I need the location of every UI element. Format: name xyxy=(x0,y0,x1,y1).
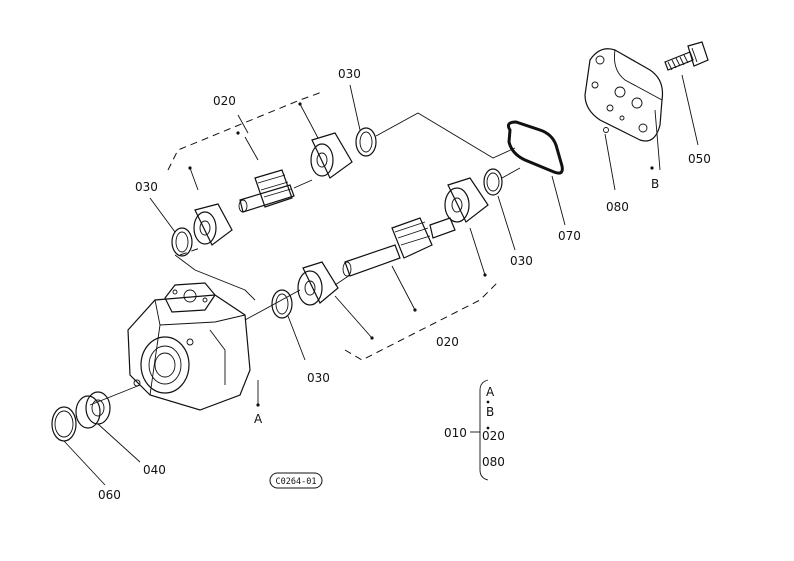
legend-item-B: B xyxy=(486,405,494,419)
label-030-left: 030 xyxy=(135,180,158,194)
seal-ring-030-lower xyxy=(271,289,293,319)
label-A: A xyxy=(254,412,263,426)
legend-item-020: 020 xyxy=(482,429,505,443)
label-060: 060 xyxy=(98,488,121,502)
label-030-right: 030 xyxy=(510,254,533,268)
end-cover xyxy=(584,48,664,142)
shaft-axis-rear xyxy=(334,274,351,286)
seal-ring-030-top xyxy=(355,127,377,157)
label-030-mid: 030 xyxy=(307,371,330,385)
oil-seal-040 xyxy=(75,391,111,429)
seal-ring-030-right xyxy=(483,168,503,196)
bracket-upper-020-low xyxy=(179,247,201,256)
driven-shaft-gear xyxy=(238,169,313,213)
bushing-lower xyxy=(297,261,339,306)
bushing-upper-rear xyxy=(310,132,353,179)
label-050: 050 xyxy=(688,152,711,166)
label-B: B xyxy=(651,177,659,191)
pin-080 xyxy=(603,127,616,191)
label-030-top: 030 xyxy=(338,67,361,81)
guide-line-top xyxy=(375,112,516,159)
drawing-code-text: C0264-01 xyxy=(276,477,317,487)
shaft-axis-end xyxy=(501,167,521,179)
bracket-lower-020 xyxy=(344,281,499,361)
label-080: 080 xyxy=(606,200,629,214)
pump-housing xyxy=(127,282,251,411)
legend-item-080: 080 xyxy=(482,455,505,469)
drawing-code: C0264-01 xyxy=(269,472,323,489)
assembly-legend: 010 A B 020 080 xyxy=(444,379,505,481)
gasket-070 xyxy=(507,120,564,175)
drive-shaft-gear xyxy=(342,217,456,277)
seal-ring-030-left xyxy=(171,227,193,257)
bracket-upper-020 xyxy=(167,91,323,171)
bolt-050 xyxy=(664,41,709,71)
legend-item-A: A xyxy=(486,385,495,399)
label-020-mid: 020 xyxy=(436,335,459,349)
label-020-top: 020 xyxy=(213,94,236,108)
leader-lines xyxy=(63,74,699,486)
bushing-rear xyxy=(444,177,489,223)
guide-line-left xyxy=(174,254,256,301)
reference-dots xyxy=(188,102,654,430)
label-070: 070 xyxy=(558,229,581,243)
label-040: 040 xyxy=(143,463,166,477)
legend-assembly-number: 010 xyxy=(444,426,467,440)
snap-ring-060 xyxy=(51,406,77,442)
shaft-axis-front xyxy=(89,384,141,406)
bushing-upper-front xyxy=(193,203,233,246)
